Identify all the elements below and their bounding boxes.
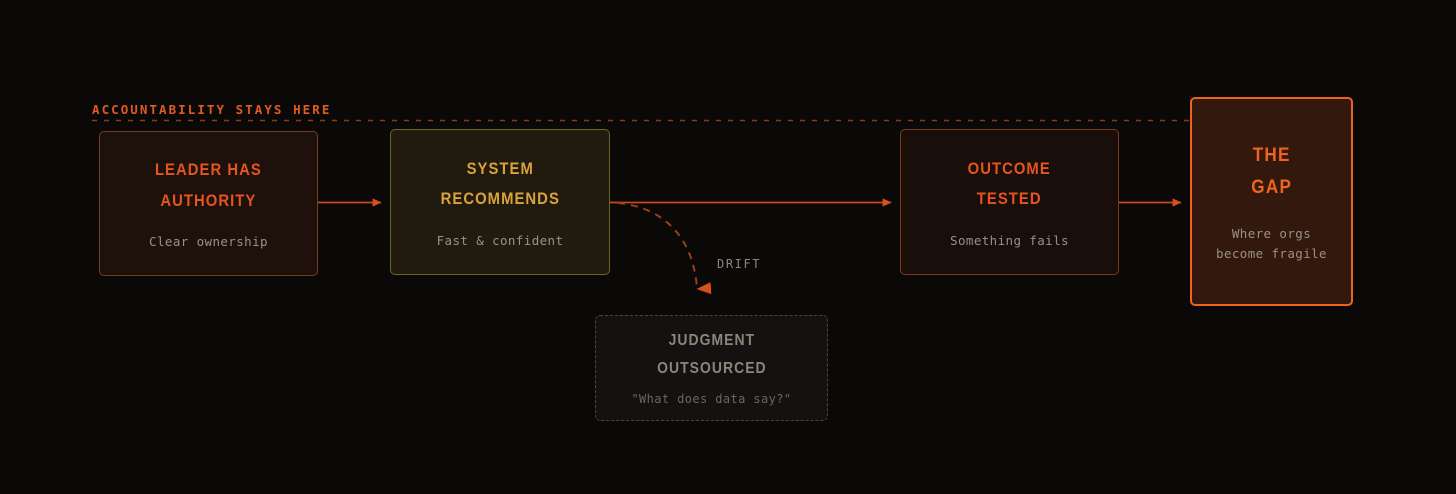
node-gap-subtitle-line-2: become fragile — [1216, 245, 1327, 261]
section-label-accountability: ACCOUNTABILITY STAYS HERE — [92, 102, 332, 117]
node-gap-title-line-2: GAP — [1251, 177, 1292, 199]
node-leader-subtitle: Clear ownership — [149, 234, 268, 250]
node-judgment-title: JUDGMENT OUTSOURCED — [657, 327, 767, 383]
drift-label: DRIFT — [717, 257, 762, 271]
node-judgment-outsourced[interactable]: JUDGMENT OUTSOURCED "What does data say?… — [595, 315, 828, 421]
node-system-title-line-1: SYSTEM — [466, 159, 534, 178]
node-leader-has-authority[interactable]: LEADER HAS AUTHORITY Clear ownership — [99, 131, 318, 276]
node-leader-title: LEADER HAS AUTHORITY — [155, 155, 262, 216]
node-system-title-line-2: RECOMMENDS — [440, 190, 560, 209]
node-judgment-title-line-1: JUDGMENT — [668, 332, 755, 350]
node-gap-title: THE GAP — [1251, 140, 1292, 205]
node-system-recommends[interactable]: SYSTEM RECOMMENDS Fast & confident — [390, 129, 610, 275]
node-outcome-title-line-2: TESTED — [977, 190, 1042, 209]
node-leader-title-line-1: LEADER HAS — [155, 161, 262, 180]
node-leader-title-line-2: AUTHORITY — [160, 191, 257, 210]
node-system-subtitle: Fast & confident — [436, 232, 564, 248]
node-outcome-title: OUTCOME TESTED — [968, 154, 1051, 215]
node-gap-subtitle-line-1: Where orgs — [1231, 226, 1312, 242]
node-outcome-title-line-1: OUTCOME — [967, 159, 1052, 178]
node-judgment-title-line-2: OUTSOURCED — [656, 360, 767, 378]
node-outcome-subtitle: Something fails — [950, 232, 1069, 248]
node-system-title: SYSTEM RECOMMENDS — [440, 154, 559, 215]
connector-drift-curve — [617, 202, 712, 295]
node-gap-title-line-1: THE — [1252, 144, 1291, 166]
node-judgment-subtitle: "What does data say?" — [631, 392, 792, 407]
node-outcome-tested[interactable]: OUTCOME TESTED Something fails — [900, 129, 1119, 275]
node-gap-subtitle: Where orgs become fragile — [1216, 224, 1327, 263]
node-the-gap[interactable]: THE GAP Where orgs become fragile — [1190, 97, 1353, 306]
